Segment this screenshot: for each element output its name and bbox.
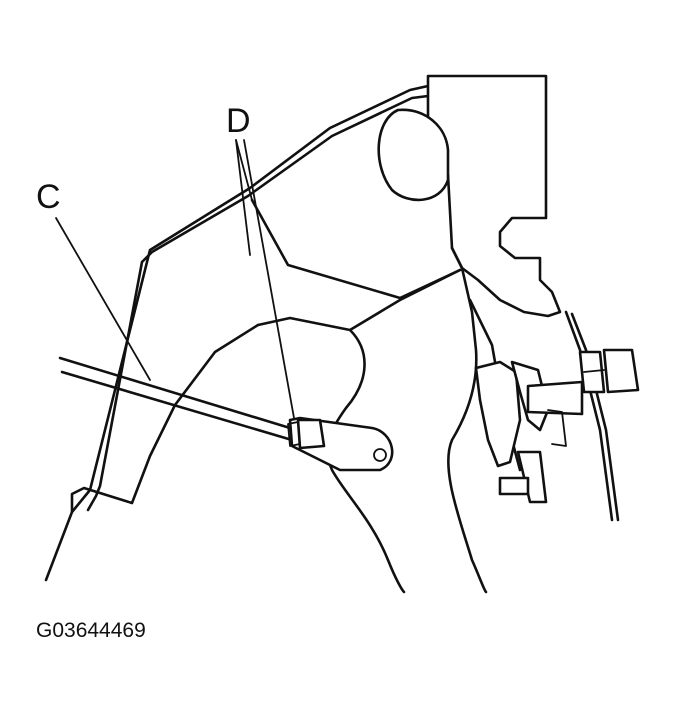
figure-id: G03644469	[36, 619, 146, 642]
pedal-rod	[58, 356, 394, 472]
bracket-outline	[44, 84, 430, 582]
callout-d: D	[226, 102, 251, 140]
leader-lines	[55, 139, 295, 419]
pivot-block	[377, 74, 562, 318]
callout-c: C	[36, 178, 61, 216]
stop-lamp-switch-assembly	[474, 310, 640, 522]
